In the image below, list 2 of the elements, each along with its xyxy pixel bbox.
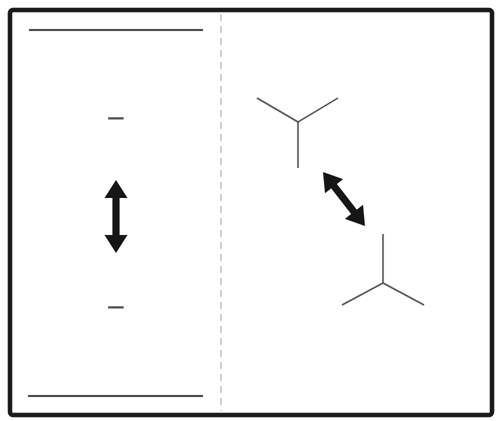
- minus-sign: −: [106, 291, 126, 323]
- minus-sign: −: [106, 102, 126, 134]
